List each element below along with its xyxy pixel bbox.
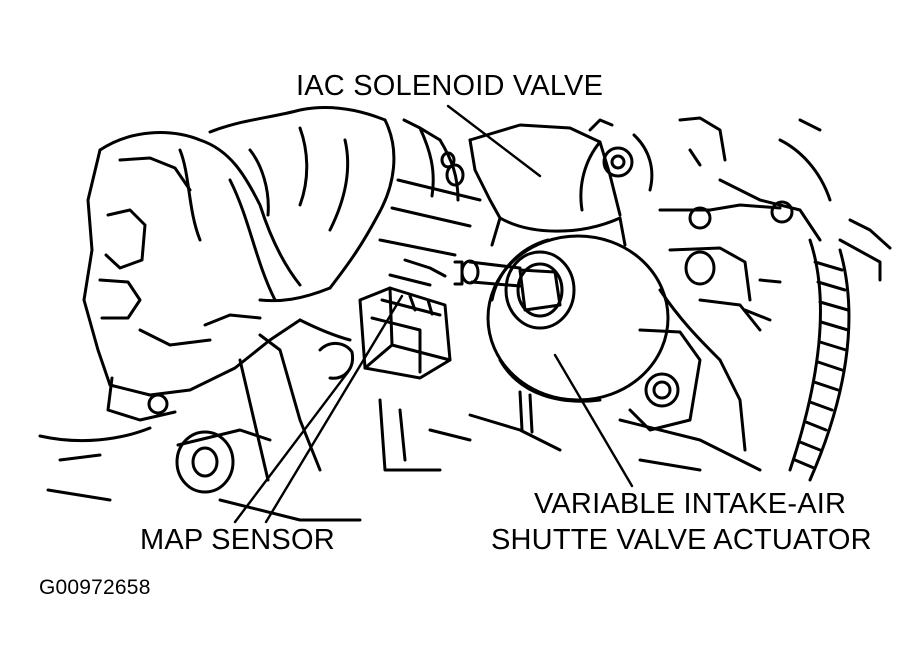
iac-solenoid-valve-drawing	[468, 118, 654, 247]
lower-engine-parts	[38, 333, 702, 522]
throttle-body-outline	[208, 106, 482, 303]
figure-code: G00972658	[39, 576, 151, 599]
leader-lines	[233, 104, 634, 524]
map-sensor-label: MAP SENSOR	[140, 524, 335, 556]
iac-leader-line	[446, 104, 542, 178]
map-sensor-leader-line-2	[264, 294, 404, 524]
engine-block-outline	[618, 116, 832, 472]
timing-belt-drawing	[788, 218, 892, 482]
vias-leader-line	[553, 353, 634, 488]
intake-manifold-outline	[82, 131, 302, 422]
vias-actuator-label-line1: VARIABLE INTAKE-AIR	[534, 488, 847, 520]
vias-actuator-label-line2: SHUTTE VALVE ACTUATOR	[491, 524, 872, 556]
vias-actuator-drawing	[453, 234, 670, 434]
iac-solenoid-valve-label: IAC SOLENOID VALVE	[296, 70, 604, 102]
map-sensor-drawing	[298, 258, 452, 380]
map-sensor-leader-line-1	[233, 370, 350, 524]
